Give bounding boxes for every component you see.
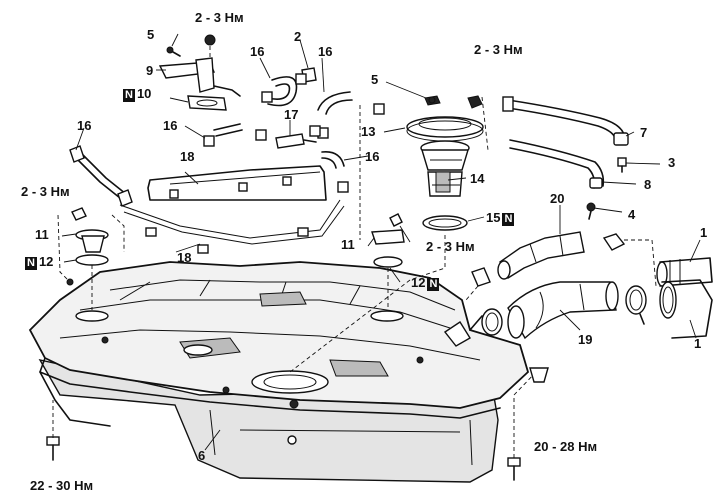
callout-2: 2 — [294, 29, 302, 44]
callout-16-top-b: 16 — [318, 44, 333, 59]
filler-pipe-lower — [659, 279, 713, 339]
callout-16-top-a: 16 — [250, 44, 265, 59]
tank-bolt-right — [507, 367, 549, 481]
callout-16-mid: 16 — [163, 118, 178, 133]
callout-11-left: 11 — [35, 227, 49, 242]
callout-5-right: 5 — [371, 72, 379, 87]
callout-10-number: 10 — [136, 86, 152, 101]
clamp-3 — [617, 157, 627, 173]
fuel-pump — [420, 140, 470, 197]
tank-bolt-left — [46, 400, 60, 461]
pump-ring-nut — [467, 95, 483, 109]
hose-clamp-left — [469, 308, 503, 336]
callout-13: 13 — [361, 124, 376, 139]
leader-lines — [61, 33, 701, 451]
sender-gauge-9 — [158, 34, 241, 97]
hose-7 — [502, 96, 629, 146]
callout-11-right: 11 — [341, 237, 355, 252]
filler-pipe-upper — [656, 257, 713, 287]
callout-18-lower: 18 — [177, 250, 192, 265]
filler-hose-20 — [497, 231, 585, 280]
new-part-mark: N — [502, 213, 515, 226]
callout-20: 20 — [550, 191, 565, 206]
pump-axis-line — [289, 235, 446, 373]
pump-group-line-right — [481, 96, 489, 151]
hose-16-left — [69, 145, 133, 207]
screw-5-left — [166, 46, 181, 57]
torque-label-right: 2 - 3 Нм — [474, 42, 523, 57]
callout-19: 19 — [578, 332, 593, 347]
pipe-18-lower — [119, 199, 345, 254]
hose-8 — [509, 139, 605, 189]
callout-12-left-number: 12 — [38, 254, 54, 269]
callout-17: 17 — [284, 107, 299, 122]
hose-16-mid — [203, 123, 267, 147]
bolt-4 — [586, 202, 596, 220]
pipe-18-upper — [147, 165, 327, 201]
pump-gasket — [422, 215, 468, 231]
callout-4: 4 — [628, 207, 636, 222]
torque-label-top: 2 - 3 Нм — [195, 10, 244, 25]
hose-16-top-curved — [261, 73, 307, 107]
callout-5-left: 5 — [147, 27, 155, 42]
callout-6: 6 — [198, 448, 206, 463]
hose-16-right-small — [321, 150, 349, 193]
callout-3: 3 — [668, 155, 676, 170]
pump-retainer-ring — [406, 116, 484, 142]
callout-9: 9 — [146, 63, 154, 78]
callout-1-lower: 1 — [694, 336, 702, 351]
callout-16-left: 16 — [77, 118, 92, 133]
hose-clamp-right — [625, 285, 647, 325]
filler-clamp-upper — [602, 233, 657, 287]
filler-hose-19 — [507, 281, 619, 340]
callout-18-upper: 18 — [180, 149, 195, 164]
callout-7: 7 — [640, 125, 648, 140]
sender-unit-11-left — [57, 207, 125, 310]
callout-8: 8 — [644, 177, 652, 192]
callout-14: 14 — [470, 171, 485, 186]
torque-label-bottom-right: 20 - 28 Нм — [534, 439, 598, 454]
check-valve-17 — [275, 120, 321, 149]
sender-unit-11-right — [371, 213, 405, 310]
hose-16-top-right — [317, 91, 385, 139]
callout-12-right-number: 12 — [411, 275, 426, 290]
callout-16-right: 16 — [365, 149, 380, 164]
new-part-mark: N — [427, 278, 440, 291]
sender-gasket-10 — [187, 95, 227, 111]
torque-label-bottom-left: 22 - 30 Нм — [30, 478, 94, 493]
screw-5-right — [428, 96, 436, 104]
new-part-mark: N — [25, 257, 37, 270]
callout-15-number: 15 — [486, 210, 501, 225]
new-part-mark: N — [123, 89, 135, 102]
callout-1-upper: 1 — [700, 225, 708, 240]
fuel-tank — [28, 261, 530, 483]
torque-label-mid: 2 - 3 Нм — [426, 239, 475, 254]
torque-label-left: 2 - 3 Нм — [21, 184, 70, 199]
filler-clamp-lower — [465, 267, 491, 301]
